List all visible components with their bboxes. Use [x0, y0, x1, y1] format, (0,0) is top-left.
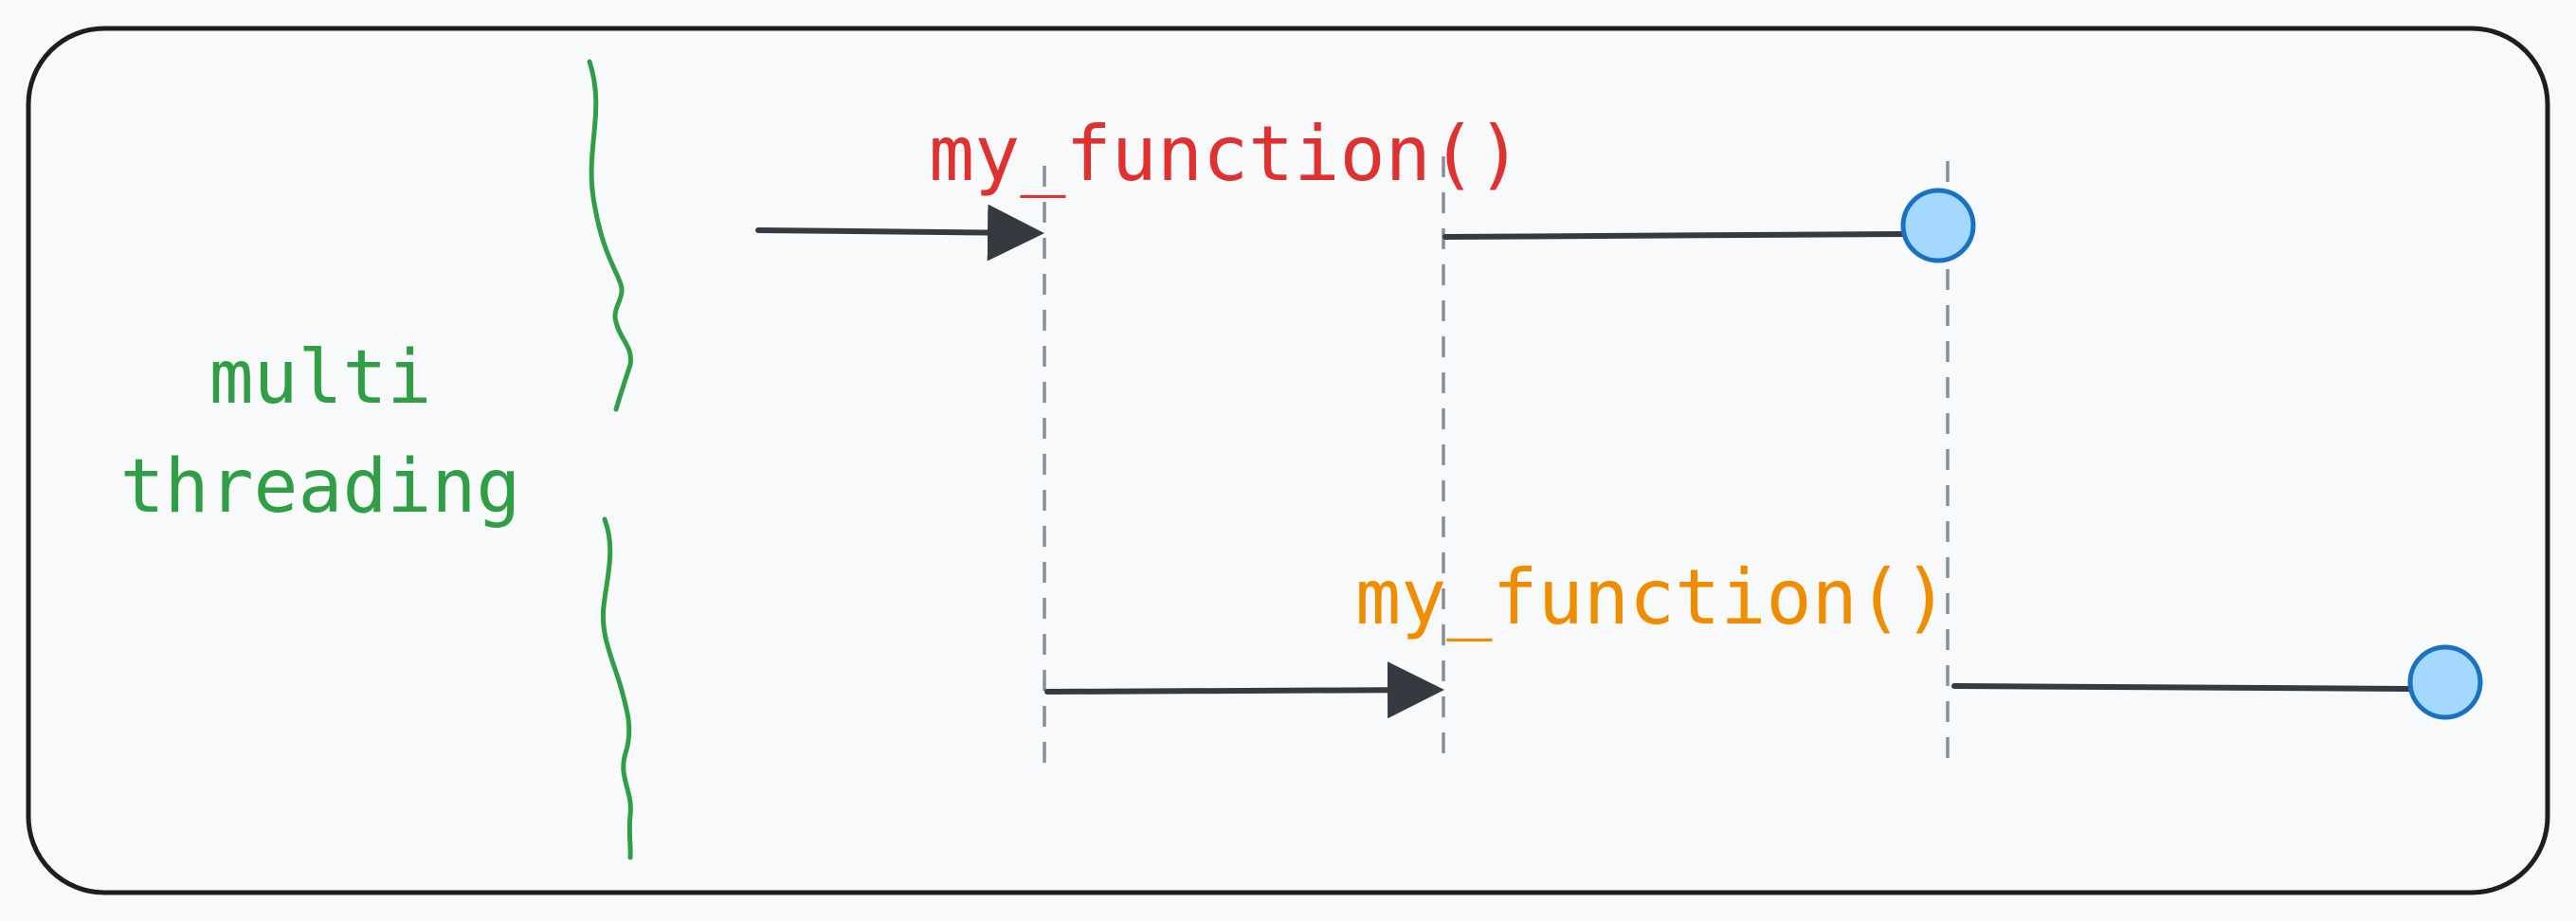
thread1-return-line: [1442, 231, 1908, 240]
group-label-line2: threading: [120, 444, 521, 530]
thread1-call-arrow: [755, 204, 1044, 262]
thread2-return-line: [1951, 683, 2415, 692]
thread2-call-arrow: [1044, 661, 1444, 719]
brace-lower: [600, 516, 633, 860]
thread2-call-label: my_function(): [1355, 553, 1949, 641]
thread1-call-label: my_function(): [929, 110, 1522, 198]
thread2-end-dot: [2407, 644, 2483, 720]
brace-upper: [587, 59, 633, 412]
group-label-line1: multi: [209, 335, 432, 421]
thread1-end-dot: [1900, 188, 1976, 263]
